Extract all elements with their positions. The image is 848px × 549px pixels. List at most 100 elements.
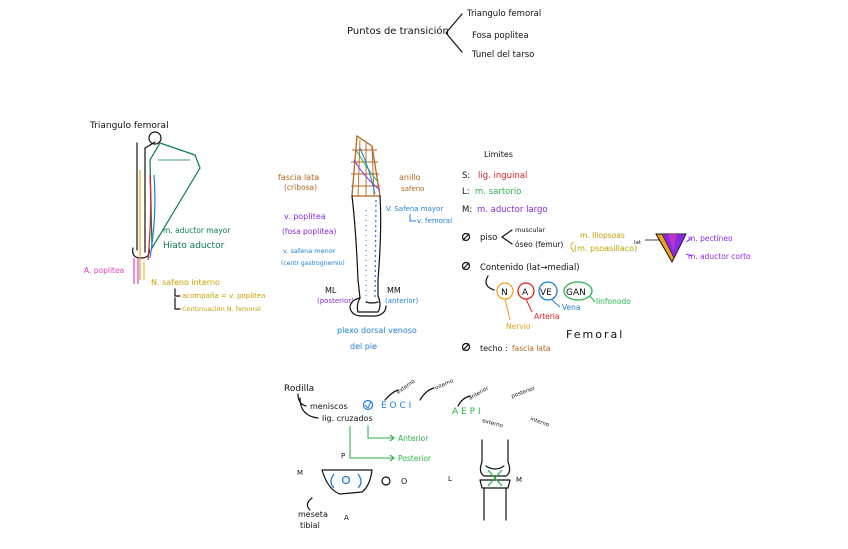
header-item-tunel: Tunel del tarso <box>471 50 534 60</box>
o-label: O <box>401 477 407 486</box>
meseta-label: meseta <box>298 510 328 519</box>
adductor-magnus-label: m. aductor mayor <box>163 226 231 235</box>
arteria-label: Arteria <box>534 312 560 321</box>
l-label: L <box>448 475 452 483</box>
continuation-label: Continuación N. femoral <box>182 305 261 313</box>
tibial-label: tibial <box>300 521 320 530</box>
gastrocnemius-label: (centr gastrognemio) <box>281 260 345 267</box>
popliteal-artery-label: A. poplitea <box>84 266 124 275</box>
bullet-contents <box>461 261 471 271</box>
nervio-label: Nervio <box>506 322 531 331</box>
posterior-small: posterior <box>511 386 537 400</box>
accompanies-label: acompaña = v. poplitea <box>182 292 265 300</box>
knee-title: Rodilla <box>284 384 314 394</box>
tibial-plateau <box>321 469 373 495</box>
ve-letters: VE <box>540 288 552 298</box>
femoral-vein-label: v. femoral <box>417 217 452 225</box>
cribosa-label: (cribosa) <box>284 183 317 192</box>
externo-small-2: externo <box>481 418 504 429</box>
anterior-label: Anterior <box>398 434 429 443</box>
m-label: M <box>297 469 303 477</box>
femur-bone <box>136 142 146 253</box>
limit-l-value: m. sartorio <box>475 187 521 197</box>
roof-value: fascia lata <box>512 344 551 353</box>
adductor-muscle <box>149 142 201 251</box>
header-item-fosa: Fosa poplitea <box>472 31 529 41</box>
limit-s-key: S: <box>462 171 470 181</box>
leg-outline <box>351 195 382 313</box>
femoral-triangle-limits: Limites S: lig. inguinal L: m. sartorio … <box>461 150 751 353</box>
interno-small: interno <box>434 378 455 392</box>
pectineo-label: m. pectíneo <box>688 234 733 243</box>
femoral-artery <box>147 174 152 261</box>
floor-muscular: muscular <box>515 226 545 234</box>
popliteal-fossa-label: (fosa poplitea) <box>282 227 336 236</box>
interno-small-2: interno <box>529 416 550 429</box>
plexus-label-2: del pie <box>350 342 377 351</box>
fascia-lata-label: fascia lata <box>278 173 319 182</box>
iliopsoas-label: m. Iliopsoas <box>580 231 625 240</box>
anillo-label: anillo <box>399 173 421 182</box>
safeno-label: safeno <box>401 185 424 193</box>
femur-condyle <box>132 247 150 259</box>
lymph-circle <box>563 281 593 301</box>
a-label: A <box>344 514 349 522</box>
lig-cruzados-label: lig. cruzados <box>322 414 373 423</box>
femur-diagram: Triangulo femoral m. aductor mayor Hiato… <box>84 121 265 313</box>
knee-joint-drawing <box>479 439 511 521</box>
foot <box>349 297 387 317</box>
great-saphenous-vein <box>374 199 377 301</box>
o-shape <box>381 476 391 486</box>
knee-section: Rodilla meniscos lig. cruzados E O C I e… <box>284 378 550 530</box>
aepi-label: A E P I <box>452 407 481 417</box>
meniscus-check-icon <box>362 399 374 411</box>
adductor-hiatus-label: Hiato aductor <box>163 241 225 251</box>
externo-small: externo <box>396 378 417 395</box>
femur-head <box>148 131 162 145</box>
leg-venous-diagram: fascia lata (cribosa) anillo safeno v. p… <box>278 134 452 351</box>
vena-label: Vena <box>562 303 581 312</box>
meniscos-label: meniscos <box>310 402 348 411</box>
header-item-triangulo: Triangulo femoral <box>466 9 541 19</box>
floor-label: piso <box>480 233 497 243</box>
eoci-label: E O C I <box>381 401 411 411</box>
a-letter: A <box>522 288 529 298</box>
aductor-corto-label: m. aductor corto <box>688 252 751 261</box>
contents-arrow <box>485 275 495 291</box>
floor-oseo: óseo (femur) <box>515 240 563 249</box>
limits-title: Limites <box>484 150 513 159</box>
saphenous-nerve-label: N. safeno interno <box>151 278 220 287</box>
m-label-2: M <box>516 476 522 484</box>
p-label: P <box>341 452 345 460</box>
ml-sub-label: (posterior) <box>317 297 354 305</box>
anterior-small: anterior <box>468 385 491 401</box>
great-saphenous-label: V. Safena mayor <box>386 205 443 213</box>
knee-arrow-1 <box>297 393 307 407</box>
header-label: Puntos de transición <box>347 25 449 37</box>
femoral-vein <box>149 174 156 259</box>
femoral-label: Femoral <box>566 328 624 341</box>
contents-label: Contenido (lat→medial) <box>480 263 580 273</box>
limit-l-key: L: <box>462 187 470 197</box>
roof-label: techo : <box>480 344 508 353</box>
limit-s-value: lig. inguinal <box>478 171 527 181</box>
mm-sub-label: (anterior) <box>385 297 418 305</box>
ml-label: ML <box>325 286 337 295</box>
posterior-label: Posterior <box>398 454 432 463</box>
lat-label: lat <box>634 240 642 246</box>
header-brace <box>445 13 463 53</box>
bullet-roof <box>461 342 471 352</box>
limit-m-key: M: <box>462 205 472 215</box>
limit-m-value: m. aductor largo <box>477 205 548 215</box>
psoasiliaco-label: (m. psoasiliaco) <box>574 244 637 253</box>
femur-title: Triangulo femoral <box>89 121 169 131</box>
mm-label: MM <box>387 286 401 295</box>
popliteal-vein-label: v. poplitea <box>284 212 326 221</box>
floor-brace <box>501 229 513 245</box>
gan-letters: GAN <box>566 288 586 298</box>
plexus-label: plexo dorsal venoso <box>337 326 417 335</box>
linfonodo-label: linfonodo <box>596 297 631 306</box>
small-saphenous-label: v. safena menor <box>283 247 336 255</box>
bullet-floor <box>461 232 471 242</box>
